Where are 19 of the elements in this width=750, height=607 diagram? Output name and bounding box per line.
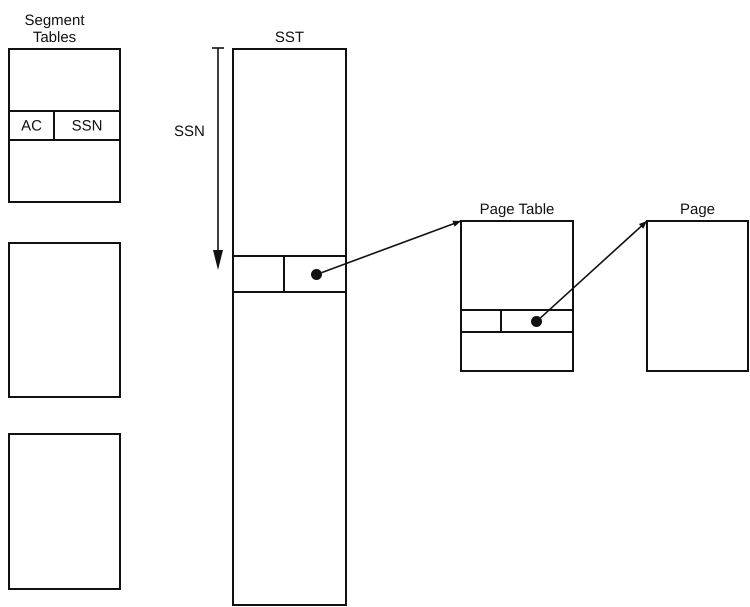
arrow <box>540 220 648 318</box>
pointer-dot <box>531 316 542 327</box>
table-entry-field <box>232 255 285 293</box>
table-entry-field <box>53 110 121 141</box>
table-title: Segment Tables <box>23 12 86 46</box>
pointer-dot <box>311 269 322 280</box>
field-name: SSN <box>70 117 104 134</box>
table-entry-field <box>283 255 347 293</box>
table-box <box>8 242 121 398</box>
table-entry-field <box>500 309 574 333</box>
table-title: SST <box>274 29 306 46</box>
arrow <box>321 220 462 274</box>
table-entry-field <box>8 110 55 141</box>
table-box <box>8 433 121 590</box>
field-name: AC <box>20 117 43 134</box>
table-title: Page Table <box>478 201 556 218</box>
table-title: Page <box>678 201 716 218</box>
table-entry-field <box>460 309 502 333</box>
dimension-label: SSN <box>174 123 205 140</box>
